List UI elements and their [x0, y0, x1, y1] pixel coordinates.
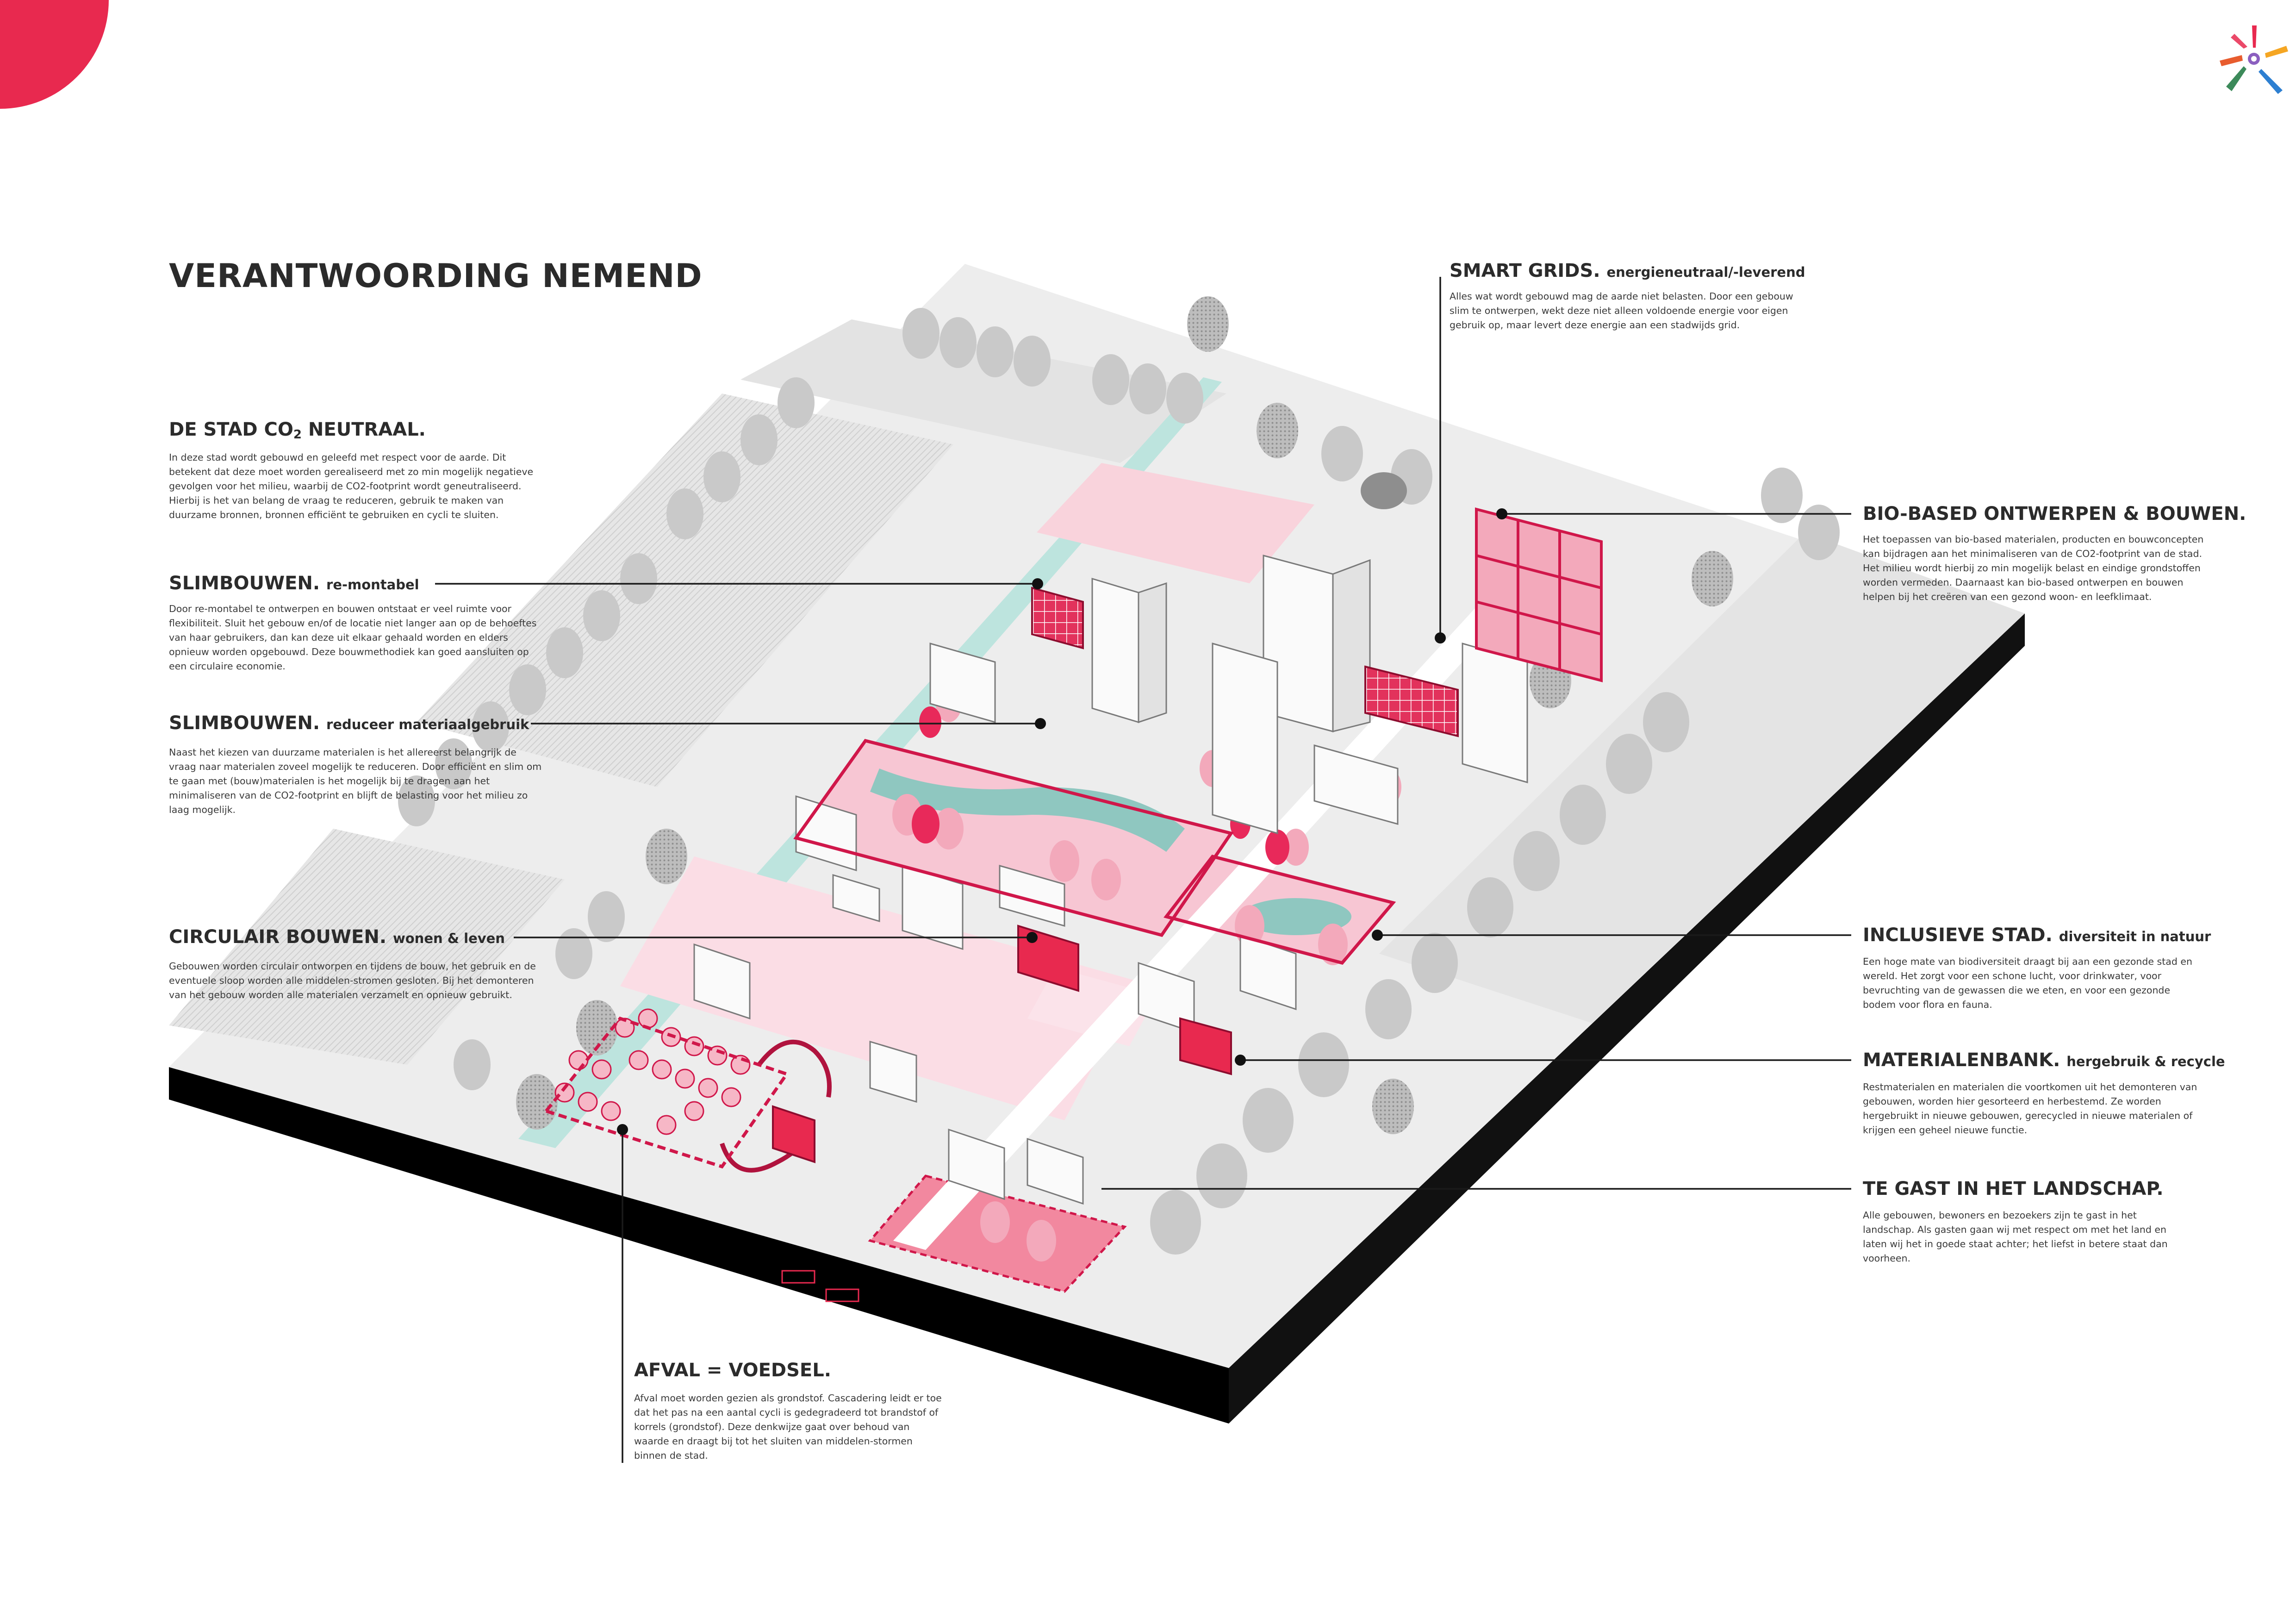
title-bio-based: BIO-BASED ONTWERPEN & BOUWEN. — [1863, 503, 2246, 525]
pond-right — [1240, 898, 1351, 935]
corner-accent-circle — [0, 0, 109, 109]
callout-lines — [435, 277, 1851, 1463]
title-slimbouwen-remontabel: SLIMBOUWEN. re-montabel — [169, 573, 419, 594]
buildings-white — [693, 555, 1528, 1205]
field-left-bottom — [169, 829, 565, 1065]
title-circulair: CIRCULAIR BOUWEN. wonen & leven — [169, 926, 505, 948]
body-slimbouwen-materiaal: Naast het kiezen van duurzame materialen… — [169, 747, 542, 815]
body-smart-grids: Alles wat wordt gebouwd mag de aarde nie… — [1450, 291, 1793, 331]
slab-side-face — [1229, 613, 2025, 1424]
title-smart-grids: SMART GRIDS. energieneutraal/-leverend — [1450, 260, 1805, 281]
body-afval: Afval moet worden gezien als grondstof. … — [634, 1393, 942, 1461]
body-materialenbank: Restmaterialen en materialen die voortko… — [1863, 1081, 2197, 1136]
building-biobased-frame — [1475, 507, 1603, 682]
page-title: VERANTWOORDING NEMEND — [169, 257, 703, 295]
title-afval: AFVAL = VOEDSEL. — [634, 1360, 831, 1381]
tree-cluster-gray — [398, 308, 1840, 1255]
body-te-gast: Alle gebouwen, bewoners en bezoekers zij… — [1863, 1210, 2168, 1264]
park-outlines — [543, 739, 1396, 1169]
body-circulair: Gebouwen worden circulair ontworpen en t… — [169, 961, 536, 1000]
field-left-top — [417, 394, 953, 787]
pink-square-top — [1037, 463, 1314, 583]
title-te-gast: TE GAST IN HET LANDSCHAP. — [1863, 1178, 2164, 1199]
loop-arrow-top — [757, 1039, 832, 1098]
callout-dots — [617, 508, 1507, 1135]
field-upper — [740, 319, 1226, 463]
tree-dark — [1361, 472, 1407, 509]
slab-marker-2 — [825, 1288, 859, 1302]
title-materialenbank: MATERIALENBANK. hergebruik & recycle — [1863, 1049, 2225, 1071]
park-water — [870, 768, 1185, 852]
right-land-band — [1379, 532, 2025, 1023]
body-slimbouwen-remontabel: Door re-montabel te ontwerpen en bouwen … — [169, 603, 537, 672]
slab-marker-1 — [781, 1270, 815, 1284]
body-inclusieve: Een hoge mate van biodiversiteit draagt … — [1863, 956, 2192, 1010]
title-slimbouwen-materiaal: SLIMBOUWEN. reduceer materiaalgebruik — [169, 712, 529, 734]
body-stad-co2: In deze stad wordt gebouwd en geleefd me… — [169, 452, 534, 520]
tree-cluster-dotted — [516, 296, 1733, 1134]
pink-zone-lower — [620, 856, 1139, 1120]
title-stad-co2: DE STAD CO2 NEUTRAAL. — [169, 419, 426, 442]
slab-front-face — [169, 1067, 1229, 1424]
title-inclusieve: INCLUSIEVE STAD. diversiteit in natuur — [1863, 924, 2211, 946]
flower-logo — [2220, 25, 2288, 94]
body-bio-based: Het toepassen van bio-based materialen, … — [1863, 534, 2204, 602]
